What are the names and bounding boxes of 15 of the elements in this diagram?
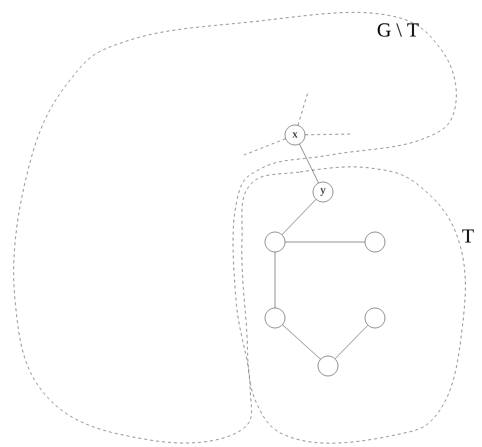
edge-line [274,252,276,308]
edge-stub [298,92,308,126]
vertex-circle [318,356,338,376]
edge-stub [305,134,350,135]
region-label: T [462,229,474,243]
edge-line [334,325,368,359]
region-label: G \ T [378,23,419,37]
edge-stub [244,138,286,156]
edge-line [282,324,321,360]
vertex-circle [364,232,386,252]
edge-line [299,144,319,184]
edge-line [282,199,316,235]
vertex-circle [264,232,286,252]
vertex-circle [364,308,386,328]
vertex-circle [264,308,286,328]
